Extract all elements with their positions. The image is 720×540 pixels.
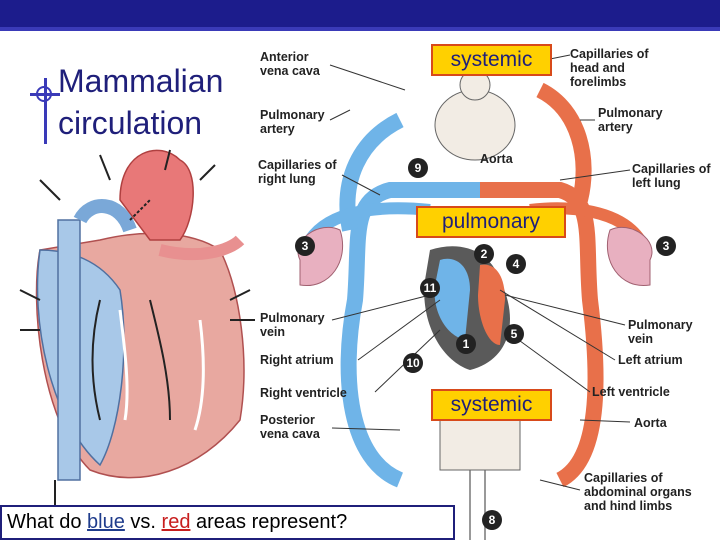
top-bar xyxy=(0,0,720,27)
step-3-badge-left: 3 xyxy=(295,236,315,256)
label-capillaries-head: Capillaries of head and forelimbs xyxy=(570,47,649,89)
label-pulmonary-artery-left: Pulmonary artery xyxy=(260,108,325,136)
slide-title: Mammalian circulation xyxy=(58,60,223,144)
systemic-top-box: systemic xyxy=(431,44,552,76)
question-suffix: areas represent? xyxy=(190,511,348,533)
label-capillaries-right-lung: Capillaries of right lung xyxy=(258,158,337,186)
pulmonary-box: pulmonary xyxy=(416,206,566,238)
question-blue: blue xyxy=(87,511,125,533)
title-line-1: Mammalian xyxy=(58,63,224,99)
question-red: red xyxy=(161,511,191,533)
heart-illustration xyxy=(19,149,255,505)
crosshair-circle xyxy=(36,86,52,102)
label-left-ventricle: Left ventricle xyxy=(592,385,670,399)
step-9-badge: 9 xyxy=(408,158,428,178)
systemic-bottom-box: systemic xyxy=(431,389,552,421)
step-4-badge: 4 xyxy=(506,254,526,274)
label-anterior-vena-cava: Anterior vena cava xyxy=(260,50,320,78)
step-8-badge: 8 xyxy=(482,510,502,530)
crosshair-decoration-vertical xyxy=(44,78,47,144)
label-aorta-top: Aorta xyxy=(480,152,513,166)
step-1-badge: 1 xyxy=(456,334,476,354)
question-prefix: What do xyxy=(7,511,88,533)
circulation-loop xyxy=(297,69,653,540)
label-pulmonary-vein-right: Pulmonary vein xyxy=(628,318,693,346)
label-right-ventricle: Right ventricle xyxy=(260,386,347,400)
label-pulmonary-artery-right: Pulmonary artery xyxy=(598,106,663,134)
step-2-badge: 2 xyxy=(474,244,494,264)
label-right-atrium: Right atrium xyxy=(260,353,334,367)
label-capillaries-left-lung: Capillaries of left lung xyxy=(632,162,711,190)
label-left-atrium: Left atrium xyxy=(618,353,683,367)
question-middle: vs. xyxy=(124,511,162,533)
step-10-badge: 10 xyxy=(403,353,423,373)
label-posterior-vena-cava: Posterior vena cava xyxy=(260,413,320,441)
step-3-badge-right: 3 xyxy=(656,236,676,256)
title-line-2: circulation xyxy=(58,105,203,141)
question-box: What do blue vs. red areas represent? xyxy=(0,505,455,540)
label-pulmonary-vein-left: Pulmonary vein xyxy=(260,311,325,339)
label-aorta-bottom: Aorta xyxy=(634,416,667,430)
top-bar-accent xyxy=(0,27,720,31)
step-11-badge: 11 xyxy=(420,278,440,298)
label-capillaries-abdominal: Capillaries of abdominal organs and hind… xyxy=(584,471,692,513)
step-5-badge: 5 xyxy=(504,324,524,344)
